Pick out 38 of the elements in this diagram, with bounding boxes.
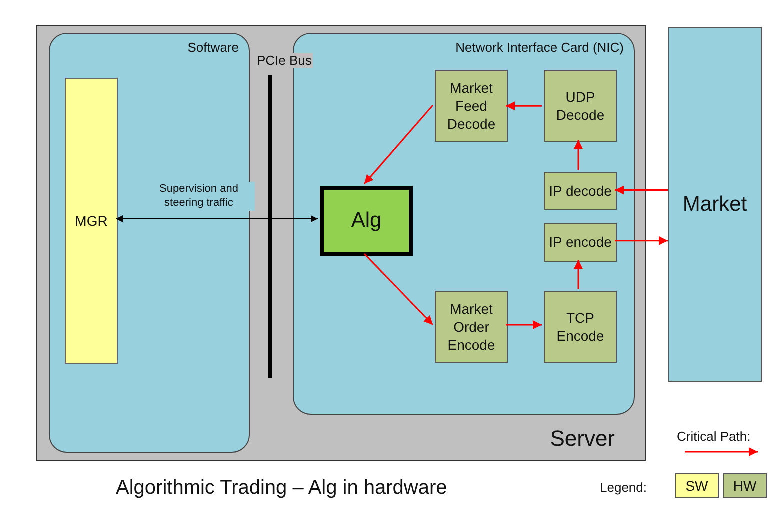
hardware-block bbox=[544, 172, 617, 210]
group-heading: Network Interface Card (NIC) bbox=[456, 40, 624, 55]
legend-swatch: SW bbox=[675, 473, 719, 498]
arrow bbox=[506, 320, 542, 330]
block-label: MGR bbox=[75, 212, 108, 230]
arrow bbox=[615, 236, 668, 246]
block-label: Alg bbox=[351, 208, 382, 234]
legend-label: Critical Path: bbox=[677, 429, 751, 444]
block-label: Market bbox=[682, 192, 748, 218]
hardware-block bbox=[544, 291, 617, 363]
arrow bbox=[615, 186, 668, 195]
hardware-block bbox=[435, 291, 508, 363]
legend-heading: Legend: bbox=[600, 480, 647, 495]
arrow bbox=[364, 104, 434, 184]
arrow bbox=[574, 260, 583, 289]
block-label: TCP Encode bbox=[556, 308, 606, 346]
server-box bbox=[36, 25, 646, 461]
group-panel bbox=[49, 33, 250, 453]
market-block bbox=[668, 27, 762, 382]
arrow bbox=[364, 253, 434, 326]
block-label: UDP Decode bbox=[555, 88, 606, 124]
legend-swatch: HW bbox=[723, 473, 767, 498]
group-heading: Server bbox=[550, 426, 615, 452]
diagram-title: Algorithmic Trading – Alg in hardware bbox=[116, 477, 448, 500]
software-block bbox=[65, 78, 118, 364]
arrow bbox=[574, 140, 583, 170]
hardware-block bbox=[544, 223, 617, 262]
block-label: Market Feed Decode bbox=[446, 78, 497, 134]
group-heading: Software bbox=[188, 40, 239, 55]
algorithm-block bbox=[320, 186, 413, 256]
hardware-block bbox=[435, 70, 508, 142]
block-label: IP encode bbox=[549, 233, 612, 252]
bus-label: PCIe Bus bbox=[256, 53, 313, 68]
block-label: IP decode bbox=[549, 182, 612, 200]
hardware-block bbox=[544, 70, 617, 142]
block-label: Market Order Encode bbox=[446, 300, 496, 354]
arrow bbox=[116, 216, 318, 222]
arrow bbox=[506, 102, 542, 111]
